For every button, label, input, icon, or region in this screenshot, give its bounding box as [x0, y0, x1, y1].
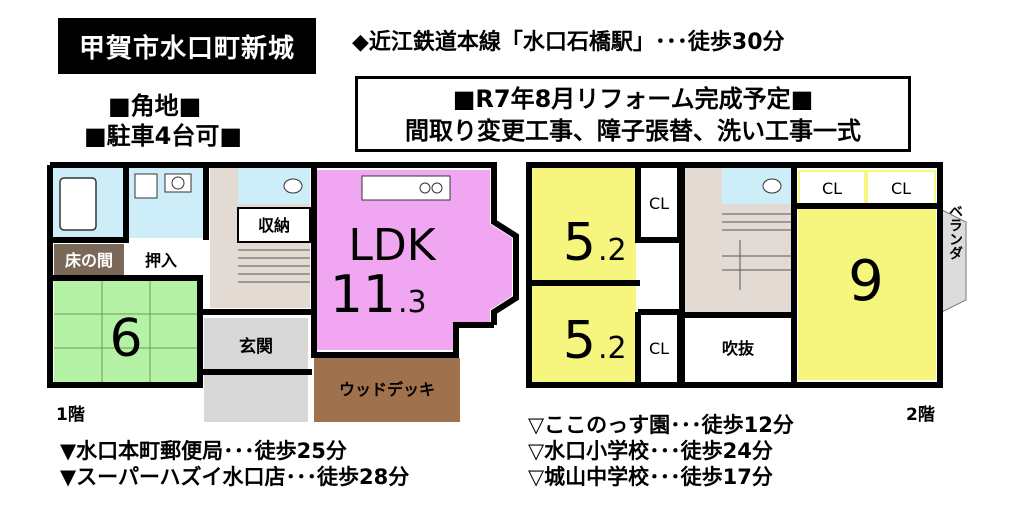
fukinuke-label: 吹抜: [722, 339, 755, 358]
porch: [204, 372, 308, 422]
tatami-room: [54, 280, 198, 382]
closet-c2-label: CL: [891, 179, 911, 198]
nearby-nursery: ▽ここのっす園･･･徒歩12分: [528, 413, 794, 437]
wood-deck: [314, 358, 460, 422]
tatami-size: 6: [109, 309, 142, 369]
closet-c1-label: CL: [822, 179, 842, 198]
kitchen-counter-icon: [361, 175, 451, 201]
reform-notice: ■R7年8月リフォーム完成予定■ 間取り変更工事、障子張替、洗い工事一式: [355, 76, 911, 152]
closet-a-label: CL: [649, 194, 669, 213]
bathtub-icon: [59, 177, 97, 231]
tokonoma-label: 床の間: [65, 251, 113, 270]
room-b-size-main: 5: [563, 311, 596, 371]
closet-c1: [800, 172, 864, 204]
nearby-right: ▽ここのっす園･･･徒歩12分 ▽水口小学校･･･徒歩24分 ▽城山中学校･･･…: [528, 412, 794, 490]
deck-label: ウッドデッキ: [339, 380, 435, 399]
nearby-elementary: ▽水口小学校･･･徒歩24分: [528, 439, 773, 463]
ldk-label: LDK: [348, 220, 436, 271]
reform-line-1: ■R7年8月リフォーム完成予定■: [452, 85, 814, 113]
fukinuke: [684, 318, 792, 380]
tokonoma: [54, 244, 124, 276]
ldk-room: [314, 170, 512, 350]
walls-1f: [47, 162, 519, 388]
reform-line-2: 間取り変更工事、障子張替、洗い工事一式: [405, 117, 861, 145]
stairs-2f: [722, 213, 792, 290]
entrance: [204, 318, 308, 370]
washing-machine-icon: [134, 173, 158, 199]
corner-lot-label: ■角地■: [108, 92, 202, 120]
entrance-label: 玄関: [239, 336, 273, 357]
room-c-size: 9: [848, 249, 884, 314]
closet-a: [640, 172, 678, 232]
toilet-icon: [283, 178, 303, 194]
closet-b-label: CL: [649, 339, 669, 358]
veranda-label: ベランダ: [947, 204, 963, 260]
parking-label: ■駐車4台可■: [84, 122, 243, 150]
ldk-size-decimal: .3: [398, 285, 427, 320]
room-b-size-decimal: .2: [598, 331, 627, 366]
nearby-left: ▼水口本町郵便局･･･徒歩25分 ▼スーパーハズイ水口店･･･徒歩28分: [60, 438, 409, 490]
closet-c2: [868, 172, 934, 204]
room-a-size-main: 5: [563, 213, 596, 273]
oshiire: [126, 244, 196, 276]
closet-b: [640, 318, 678, 378]
floor-1-label: 1階: [56, 405, 85, 425]
floor-1-plan: 収納 床の間 押入 6 玄関 LDK 11 .3 ウッドデッキ: [47, 162, 519, 425]
storage-label: 収納: [258, 216, 290, 235]
walls-2f: [526, 162, 943, 388]
nearby-post-office: ▼水口本町郵便局･･･徒歩25分: [60, 439, 347, 463]
station-access: ◆近江鉄道本線「水口石橋駅」･･･徒歩30分: [352, 30, 785, 55]
room-b: [532, 286, 636, 382]
floor-2-label: 2階: [906, 405, 935, 425]
room-a: [532, 168, 636, 280]
nearby-supermarket: ▼スーパーハズイ水口店･･･徒歩28分: [60, 465, 410, 489]
oshiire-label: 押入: [145, 251, 177, 270]
area-title: 甲賀市水口町新城: [58, 18, 316, 74]
floor-2-plan: CL 5 .2 CL 5 .2 吹抜 CL CL 9 ベランダ: [526, 162, 967, 425]
storage-room: [237, 207, 311, 243]
stairs-1f: [238, 249, 310, 283]
room-a-size-decimal: .2: [598, 233, 627, 268]
nearby-junior-high: ▽城山中学校･･･徒歩17分: [528, 465, 773, 489]
ldk-size-main: 11: [330, 265, 396, 325]
sink-icon: [164, 173, 192, 193]
